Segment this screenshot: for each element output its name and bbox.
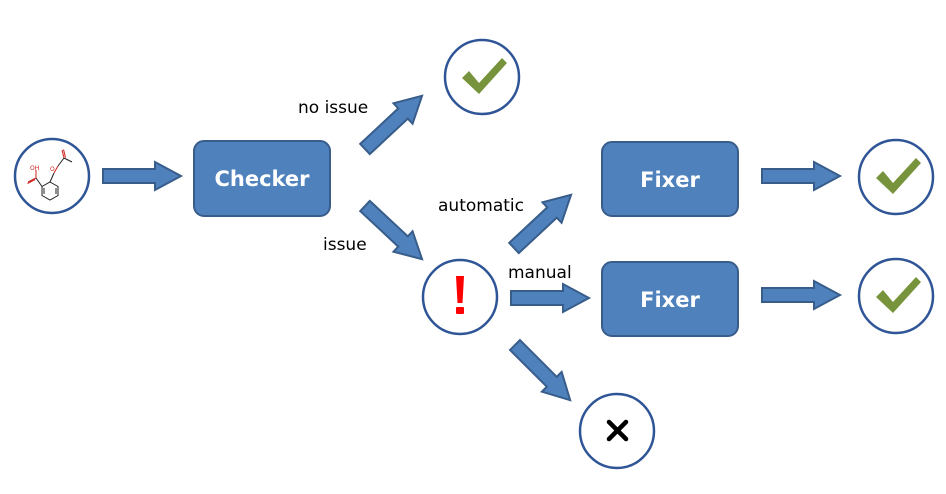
checker-label: Checker (214, 167, 310, 191)
check-icon (876, 158, 921, 194)
arrow-fixer-auto-to-ok (761, 161, 841, 191)
fixer-automatic-label: Fixer (640, 168, 700, 192)
fixer-manual-label: Fixer (640, 288, 700, 312)
edge-label-automatic: automatic (438, 196, 524, 216)
edge-label-manual: manual (508, 263, 572, 283)
check-icon (462, 58, 507, 94)
result-rejected (578, 392, 656, 470)
arrow-fixer-manual-to-ok (761, 280, 841, 310)
arrow-issue (354, 194, 433, 271)
arrow-input-to-checker (102, 161, 182, 191)
arrow-no-issue (354, 84, 433, 161)
atom-o-label: O (50, 166, 55, 173)
result-ok-top (443, 38, 521, 116)
result-ok-auto (857, 138, 935, 216)
atom-oh-label: OH (30, 165, 39, 172)
exclamation-icon (456, 276, 464, 314)
fixer-manual-node: Fixer (601, 261, 739, 337)
arrow-manual (510, 283, 590, 313)
edge-label-no-issue: no issue (298, 98, 368, 118)
fixer-automatic-node: Fixer (601, 141, 739, 217)
checker-node: Checker (193, 140, 331, 217)
edge-label-issue: issue (323, 235, 367, 255)
check-icon (876, 277, 921, 313)
arrow-rejected (504, 334, 582, 412)
result-ok-manual (857, 257, 935, 335)
molecule-structure-icon (27, 149, 73, 201)
issue-node (421, 258, 499, 336)
input-molecule: OH O (13, 137, 91, 215)
cross-icon (606, 419, 629, 442)
